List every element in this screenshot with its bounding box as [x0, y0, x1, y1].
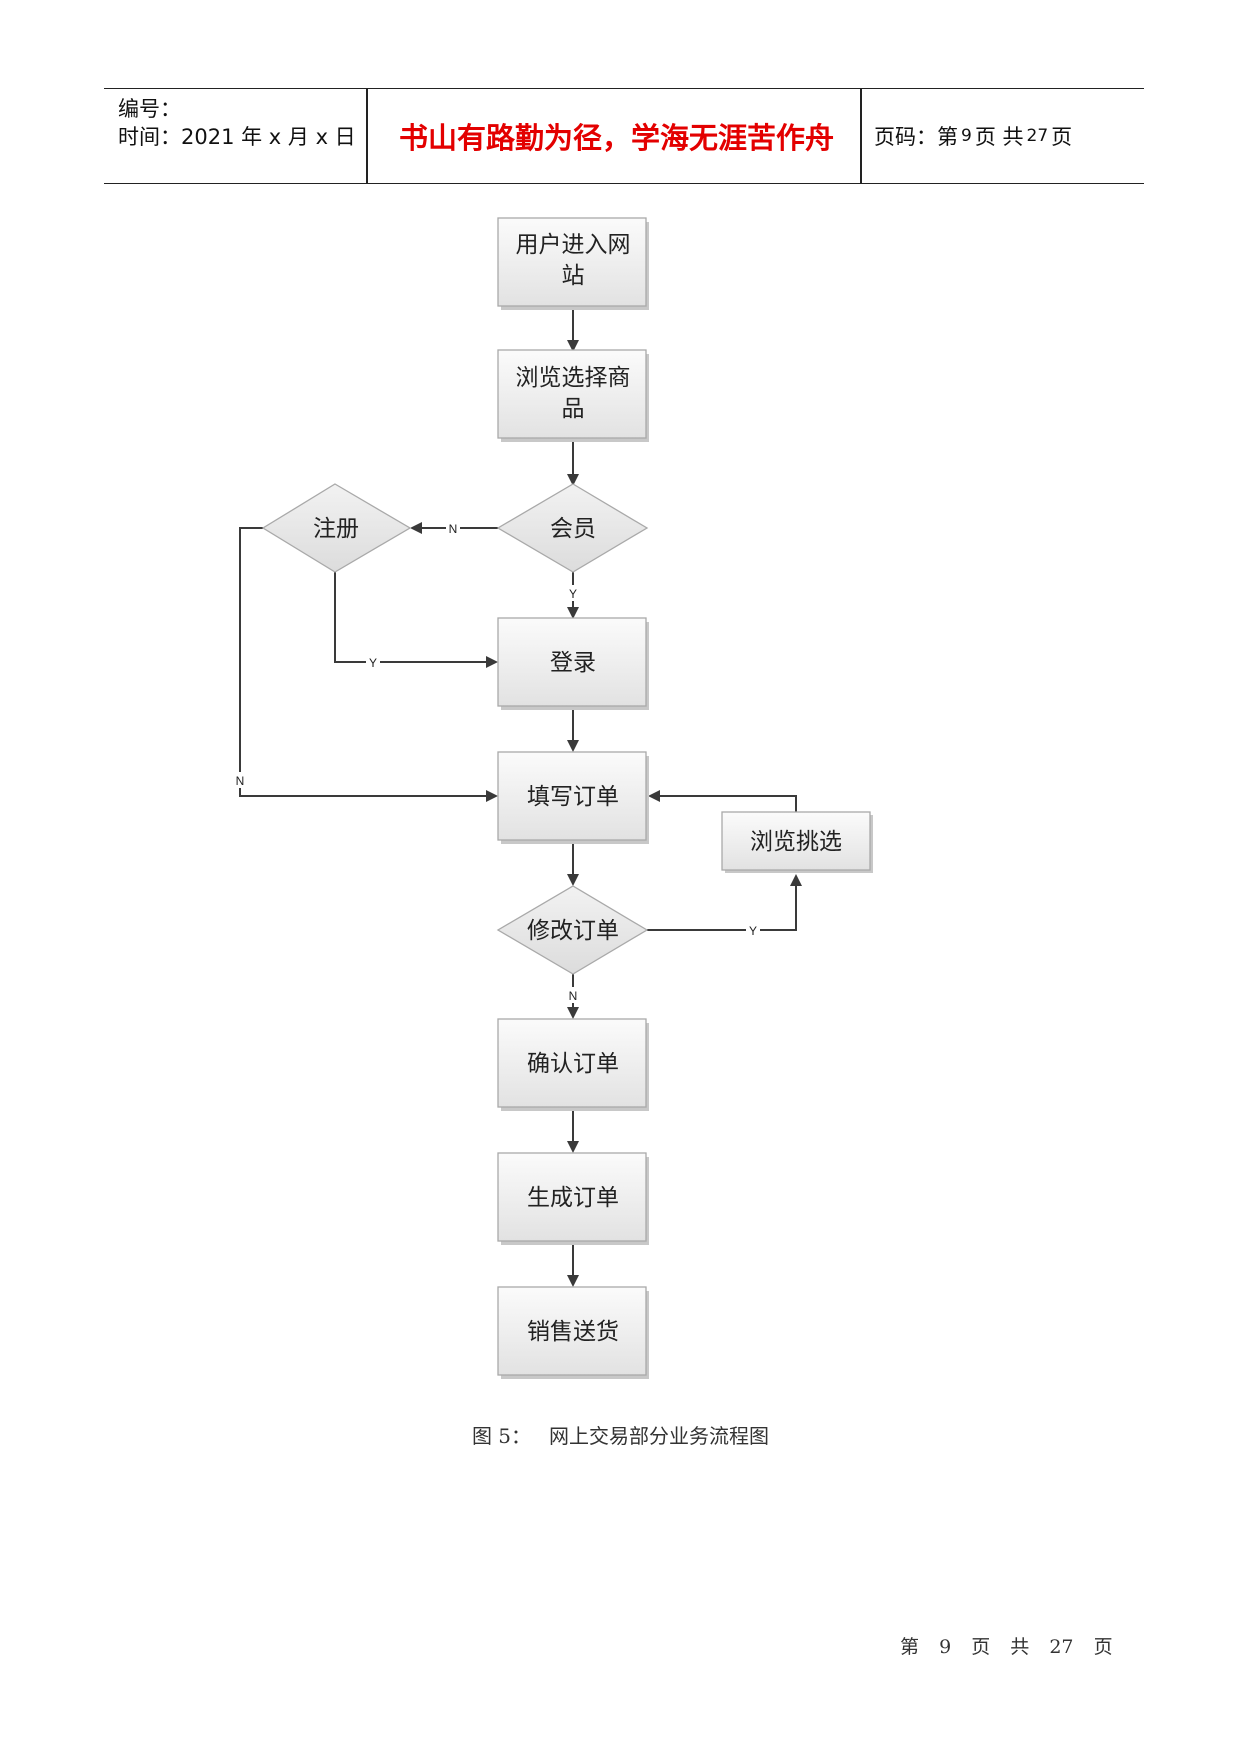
- edge-label-bg: [566, 585, 580, 601]
- edge-label-bg: [233, 772, 247, 788]
- node-enter-site-line2: 站: [562, 263, 585, 289]
- header-page-mid: 页 共: [974, 125, 1024, 149]
- header-divider-left: [366, 89, 368, 183]
- header-page-total: 27: [1026, 126, 1049, 146]
- edge-modify-to-pick: [647, 886, 797, 931]
- node-confirm-order: 确认订单: [497, 1018, 649, 1111]
- edge-label-bg: [366, 654, 380, 670]
- node-fill-order-label: 填写订单: [527, 784, 619, 810]
- arrowhead: [567, 874, 579, 886]
- arrowhead: [567, 340, 579, 352]
- edge-label-member-no: N: [449, 522, 458, 536]
- page-footer: 第 9 页 共 27 页: [900, 1632, 1121, 1659]
- node-deliver-label: 销售送货: [527, 1319, 619, 1345]
- arrowhead: [567, 607, 579, 619]
- node-browse-select-line1: 浏览选择商: [516, 365, 631, 391]
- figure-caption: 图 5： 网上交易部分业务流程图: [0, 1420, 1241, 1449]
- node-register-label: 注册: [313, 516, 359, 542]
- header-page-suffix: 页: [1051, 125, 1073, 149]
- node-browse-pick-label: 浏览挑选: [750, 829, 842, 855]
- arrowhead: [567, 474, 579, 486]
- node-generate-order-label: 生成订单: [527, 1185, 619, 1211]
- edge-label-bg: [446, 520, 460, 536]
- header-motto: 书山有路勤为径，学海无涯苦作舟: [398, 121, 834, 155]
- edge-pick-to-fill: [660, 795, 797, 812]
- header-page-info: 页码：第 9 页 共 27 页: [874, 89, 1072, 183]
- footer-p2: 页: [971, 1636, 991, 1658]
- footer-current: 9: [939, 1636, 952, 1658]
- node-fill-order: 填写订单: [497, 751, 649, 844]
- arrowhead: [648, 790, 660, 802]
- arrowhead: [567, 1007, 579, 1019]
- edge-register-to-login: [334, 572, 486, 663]
- flow-edge-labels: N Y Y N Y N: [233, 520, 760, 1003]
- edge-label-member-yes: Y: [569, 587, 577, 601]
- edge-register-to-fill: [239, 527, 486, 797]
- node-login: 登录: [497, 617, 649, 710]
- node-enter-site: 用户进入网 站: [497, 217, 649, 310]
- arrowhead: [486, 656, 498, 668]
- caption-title: 网上交易部分业务流程图: [549, 1424, 770, 1448]
- document-header: 编号： 时间：2021 年 x 月 x 日 书山有路勤为径，学海无涯苦作舟 页码…: [104, 88, 1144, 184]
- node-register-decision: 注册: [261, 483, 412, 573]
- edge-label-modify-no: N: [569, 989, 578, 1003]
- header-meta: 编号： 时间：2021 年 x 月 x 日: [118, 95, 356, 151]
- node-modify-decision: 修改订单: [496, 885, 649, 975]
- header-page-current: 9: [961, 126, 972, 146]
- node-browse-pick: 浏览挑选: [721, 811, 873, 873]
- footer-p4: 页: [1093, 1636, 1113, 1658]
- header-page-prefix: 页码：第: [874, 125, 958, 149]
- node-browse-select: 浏览选择商 品: [497, 349, 649, 442]
- node-confirm-order-label: 确认订单: [527, 1051, 619, 1077]
- arrowhead: [486, 790, 498, 802]
- header-number-label: 编号：: [118, 97, 181, 121]
- footer-p3: 共: [1010, 1636, 1030, 1658]
- footer-p1: 第: [900, 1636, 920, 1658]
- edge-label-register-no: N: [236, 774, 245, 788]
- node-deliver: 销售送货: [497, 1286, 649, 1379]
- node-browse-select-line2: 品: [562, 396, 585, 422]
- caption-label: 图 5：: [471, 1424, 532, 1448]
- header-divider-right: [860, 89, 862, 183]
- node-login-label: 登录: [550, 650, 596, 676]
- node-generate-order: 生成订单: [497, 1152, 649, 1245]
- edge-label-modify-yes: Y: [749, 924, 757, 938]
- arrowhead: [567, 740, 579, 752]
- node-member-label: 会员: [550, 516, 596, 542]
- header-time-label: 时间：2021 年 x 月 x 日: [118, 125, 356, 149]
- edge-label-register-yes: Y: [369, 656, 377, 670]
- footer-total: 27: [1049, 1636, 1074, 1658]
- arrowhead: [567, 1275, 579, 1287]
- node-modify-order-label: 修改订单: [527, 918, 619, 944]
- arrowhead: [410, 522, 422, 534]
- edge-label-bg: [566, 987, 580, 1003]
- arrowhead: [790, 874, 802, 886]
- node-enter-site-line1: 用户进入网: [516, 232, 631, 258]
- arrowhead: [567, 1141, 579, 1153]
- node-member-decision: 会员: [496, 483, 649, 573]
- edge-label-bg: [746, 922, 760, 938]
